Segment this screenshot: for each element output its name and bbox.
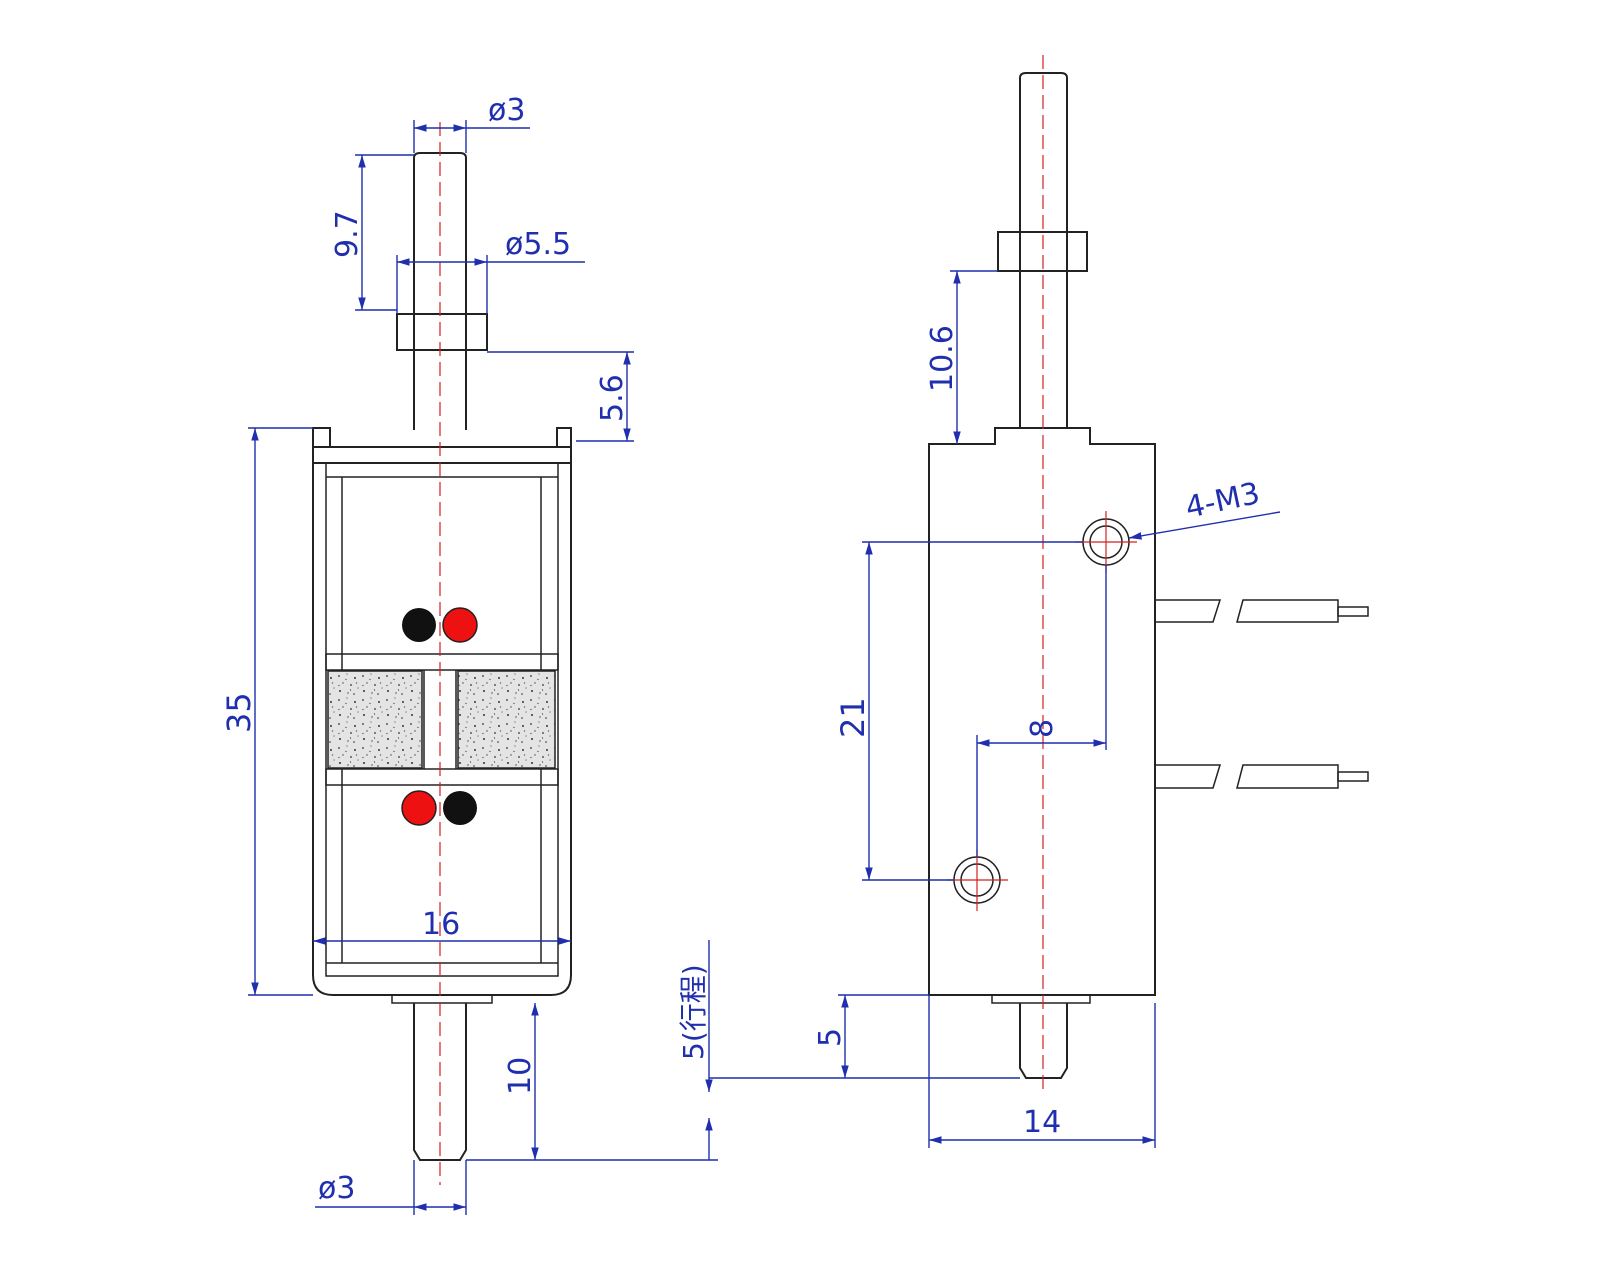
bottom-boss — [391, 994, 493, 1004]
top-plate — [312, 446, 572, 464]
thread-hole-lower — [946, 849, 1008, 911]
dim-side-shaft-length: 10.6 — [925, 325, 960, 392]
terminal-black-upper — [402, 608, 436, 642]
side-body — [928, 427, 1156, 996]
dim-side-body-width: 14 — [1023, 1105, 1061, 1140]
terminal-black-lower — [443, 791, 477, 825]
inner-frame — [325, 462, 559, 977]
terminal-red-upper — [442, 607, 478, 643]
lower-plate — [325, 768, 559, 786]
front-dimensions: ø3 9.7 ø5.5 5.6 35 16 10 ø3 — [220, 93, 1020, 1215]
upper-plate — [325, 653, 559, 671]
dim-top-shaft-diameter: ø3 — [488, 93, 525, 128]
magnet-right — [457, 670, 556, 769]
side-collar — [997, 231, 1088, 272]
magnet-left — [327, 670, 423, 769]
side-top-shaft — [1019, 72, 1068, 428]
plunger-core — [423, 670, 457, 769]
bottom-shaft — [413, 1003, 467, 1161]
thread-hole-upper — [1075, 511, 1137, 573]
dim-thread-holes: 4-M3 — [1182, 476, 1263, 526]
side-dimensions: 10.6 4-M3 21 8 5 14 — [813, 270, 1281, 1148]
top-flange — [312, 427, 572, 447]
terminal-red-lower — [401, 790, 437, 826]
wire-lower — [1155, 764, 1369, 789]
dim-collar-diameter: ø5.5 — [505, 227, 571, 262]
side-bottom-boss — [991, 994, 1091, 1004]
collar — [396, 313, 488, 351]
front-view — [312, 122, 572, 1185]
dim-collar-gap: 5.6 — [595, 374, 630, 422]
dim-hole-spacing-vertical: 21 — [834, 697, 872, 738]
dim-bottom-shaft-length: 10 — [503, 1057, 538, 1095]
dim-side-stroke: 5 — [813, 1028, 848, 1047]
dim-body-width: 16 — [422, 907, 460, 942]
side-view — [928, 55, 1369, 1090]
dim-stroke: 5(行程) — [677, 964, 710, 1060]
dim-top-shaft-length: 9.7 — [330, 210, 365, 258]
dim-bottom-shaft-diameter: ø3 — [318, 1171, 355, 1206]
wire-upper — [1155, 599, 1369, 623]
dim-body-length: 35 — [220, 692, 258, 733]
dim-hole-spacing-horizontal: 8 — [1025, 719, 1060, 738]
